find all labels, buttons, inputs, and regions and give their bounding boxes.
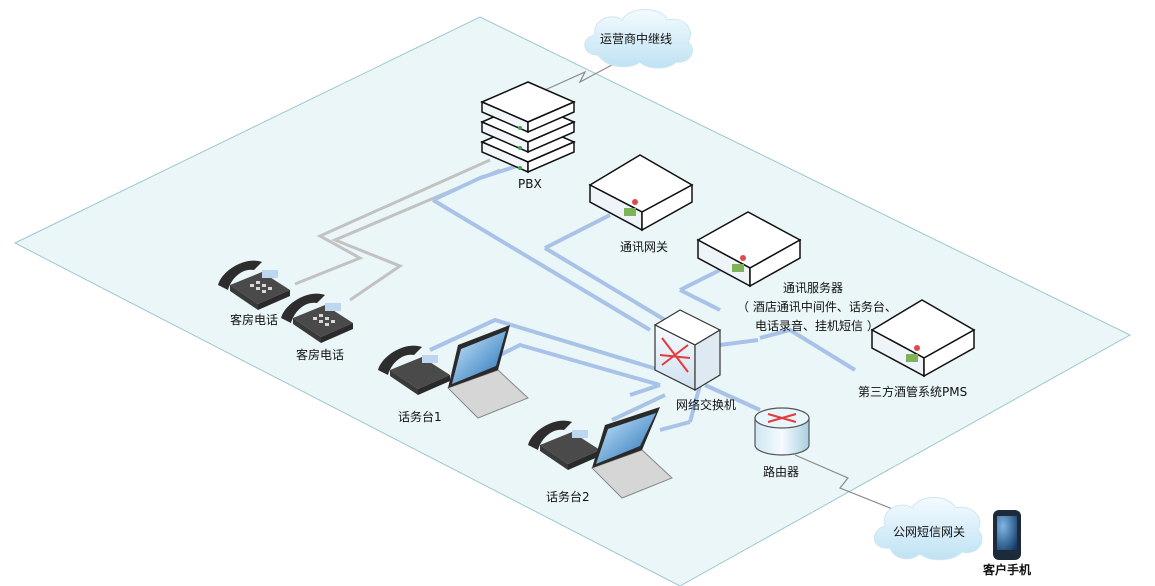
comm-gateway-server-icon bbox=[588, 154, 694, 232]
mobile-phone-icon bbox=[993, 510, 1021, 560]
comm-server-label: 通讯服务器 bbox=[783, 281, 844, 295]
operator-2-laptop-icon bbox=[591, 407, 673, 499]
router-label: 路由器 bbox=[763, 465, 800, 479]
comm-gateway-label: 通讯网关 bbox=[620, 240, 669, 254]
pms-label: 第三方酒管系统PMS bbox=[858, 385, 968, 399]
room-phone-1-icon bbox=[218, 260, 290, 310]
room-phone-2-label: 客房电话 bbox=[296, 348, 345, 362]
carrier-trunk-label: 运营商中继线 bbox=[600, 32, 673, 46]
wan-link-top bbox=[544, 57, 626, 91]
switch-label: 网络交换机 bbox=[676, 398, 737, 412]
room-phone-1-label: 客房电话 bbox=[230, 313, 279, 327]
pbx-label: PBX bbox=[518, 177, 542, 191]
pms-server-icon bbox=[870, 299, 976, 378]
wan-link-bottom bbox=[794, 454, 901, 513]
operator-2-phone-icon bbox=[528, 420, 600, 470]
carrier-trunk-cloud-icon bbox=[584, 9, 693, 69]
operator-2-label: 话务台2 bbox=[546, 490, 590, 504]
comm-server-detail-2: 电话录音、挂机短信 ） bbox=[755, 319, 879, 333]
pbx-server-stack-icon bbox=[480, 81, 576, 174]
room-phone-2-icon bbox=[281, 293, 353, 343]
sms-gateway-cloud-icon bbox=[873, 497, 983, 561]
operator-1-label: 话务台1 bbox=[398, 410, 442, 424]
sms-gateway-label: 公网短信网关 bbox=[893, 525, 966, 539]
network-switch-icon bbox=[653, 309, 722, 392]
mobile-label: 客户手机 bbox=[983, 563, 1032, 577]
comm-server-icon bbox=[696, 211, 802, 288]
router-icon bbox=[754, 407, 810, 456]
operator-1-laptop-icon bbox=[447, 325, 529, 419]
network-platform bbox=[13, 16, 1132, 586]
pbx-phone-cables bbox=[294, 158, 501, 302]
comm-server-detail-1: （ 酒店通讯中间件、话务台、 bbox=[737, 300, 897, 314]
operator-1-phone-icon bbox=[378, 345, 450, 395]
